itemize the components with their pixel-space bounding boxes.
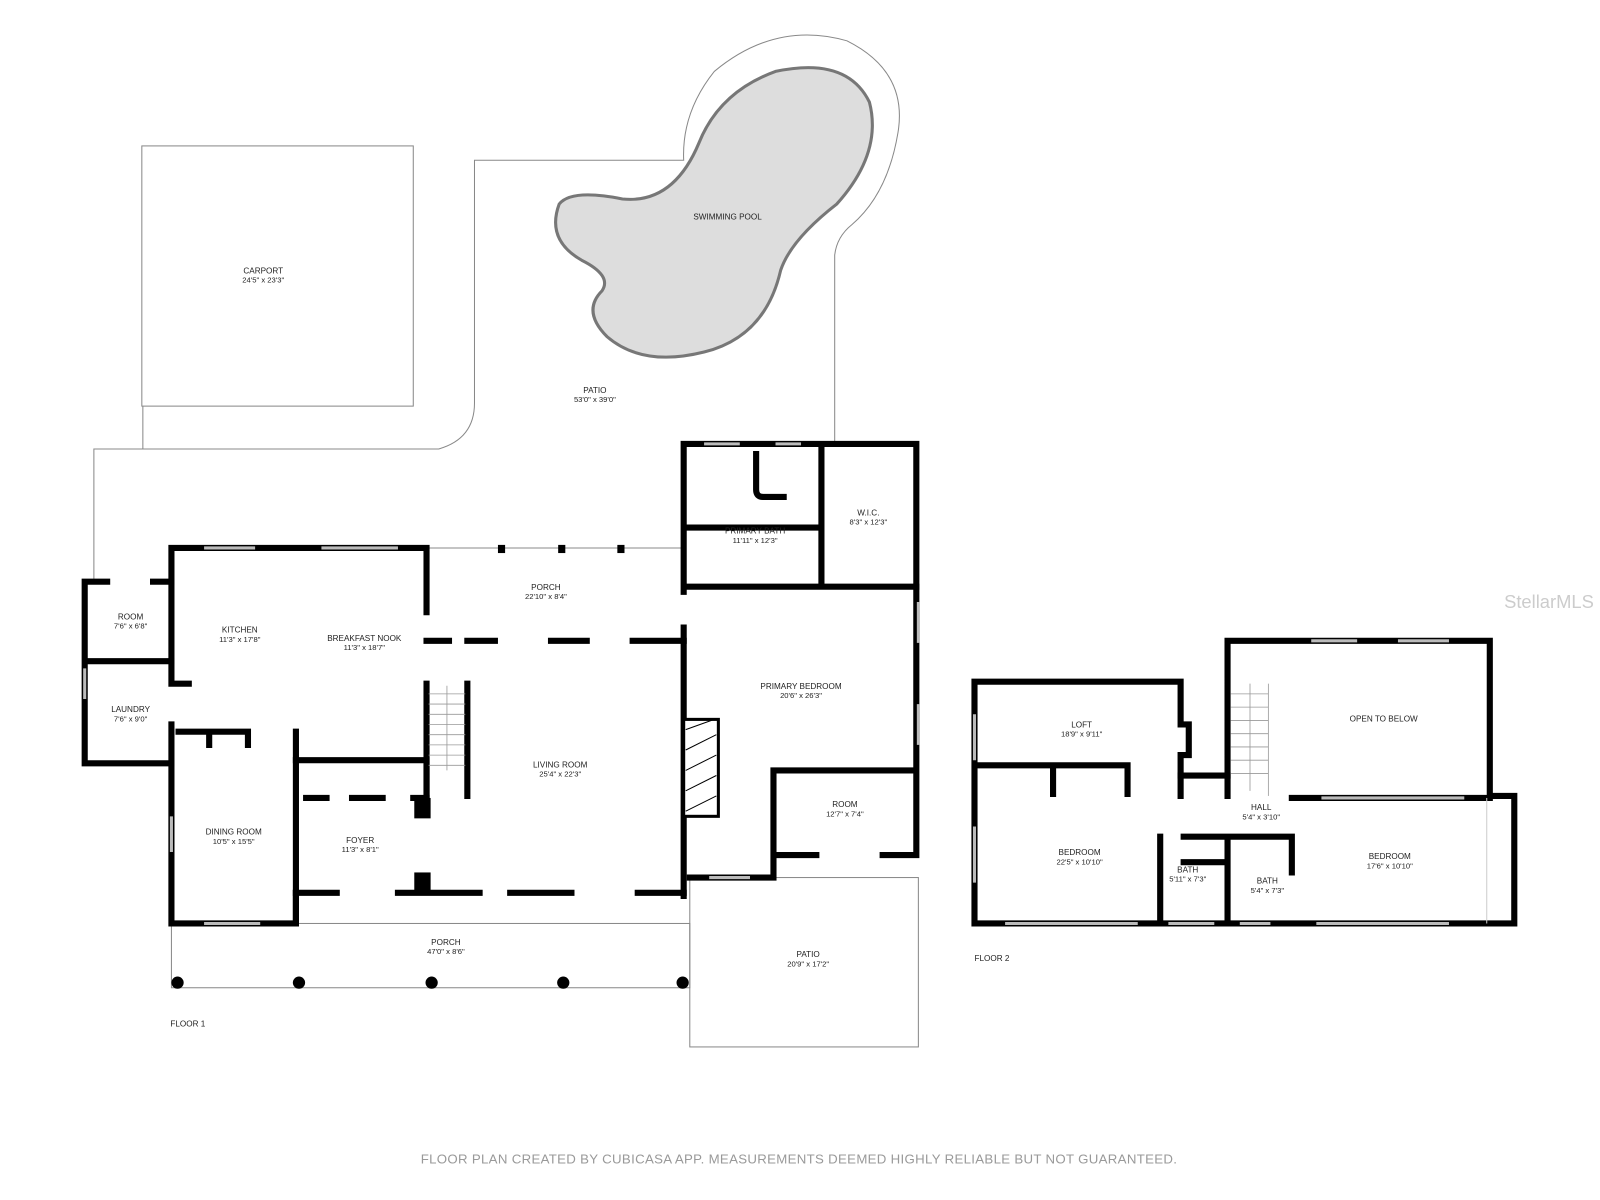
room-dimensions: 18'9" x 9'11" (1061, 730, 1103, 739)
room-name: BATH (1177, 865, 1198, 874)
room-name: LAUNDRY (111, 705, 150, 714)
room-name: DINING ROOM (206, 828, 262, 837)
room-dimensions: 25'4" x 22'3" (539, 770, 581, 779)
room-name: PORCH (431, 938, 461, 947)
room-dimensions: 11'3" x 17'8" (219, 635, 261, 644)
room-name: KITCHEN (222, 626, 258, 635)
room-name: BATH (1257, 877, 1278, 886)
patio-outline (93, 34, 900, 582)
room-name: LOFT (1071, 721, 1092, 730)
floor-2-label: FLOOR 2 (974, 954, 1009, 963)
room-dimensions: 11'3" x 8'1" (342, 845, 379, 854)
room-dimensions: 7'6" x 6'8" (114, 622, 148, 631)
room-dimensions: 20'6" x 26'3" (780, 691, 822, 700)
floor1-labels: CARPORT 24'5" x 23'3" SWIMMING POOL PATI… (111, 212, 887, 1028)
room-name: CARPORT (243, 266, 283, 275)
room-name: PRIMARY BATH (725, 527, 785, 536)
room-name: SWIMMING POOL (693, 212, 762, 221)
watermark: StellarMLS (1504, 591, 1594, 612)
room-name: OPEN TO BELOW (1350, 714, 1418, 723)
fireplace (682, 717, 720, 818)
room-dimensions: 5'4" x 7'3" (1251, 886, 1285, 895)
room-dimensions: 22'5" x 10'10" (1057, 857, 1103, 866)
room-dimensions: 47'0" x 8'6" (427, 947, 465, 956)
pool-shape (554, 66, 874, 359)
room-dimensions: 7'6" x 9'0" (114, 714, 148, 723)
room-dimensions: 20'9" x 17'2" (787, 959, 829, 968)
room-dimensions: 53'0" x 39'0" (574, 395, 616, 404)
room-dimensions: 5'11" x 7'3" (1169, 875, 1206, 884)
room-dimensions: 22'10" x 8'4" (525, 592, 567, 601)
room-dimensions: 8'3" x 12'3" (850, 517, 888, 526)
room-dimensions: 24'5" x 23'3" (242, 276, 284, 285)
stairs-floor2 (1230, 683, 1269, 796)
room-name: FOYER (346, 836, 374, 845)
floor2-labels: LOFT 18'9" x 9'11" OPEN TO BELOW HALL 5'… (974, 714, 1418, 963)
room-dimensions: 11'11" x 12'3" (733, 536, 778, 545)
room-name: BEDROOM (1059, 848, 1101, 857)
room-dimensions: 5'4" x 3'10" (1242, 812, 1280, 821)
stairs-floor1 (428, 685, 466, 771)
carport-outline (141, 145, 414, 407)
room-name: BREAKFAST NOOK (327, 634, 402, 643)
floor1-walls (81, 440, 920, 927)
room-name: PRIMARY BEDROOM (760, 682, 841, 691)
footer-disclaimer: FLOOR PLAN CREATED BY CUBICASA APP. MEAS… (421, 1151, 1178, 1166)
room-name: HALL (1251, 803, 1272, 812)
room-name: PATIO (583, 386, 606, 395)
room-name: ROOM (832, 800, 858, 809)
room-name: W.I.C. (857, 508, 879, 517)
room-dimensions: 17'6" x 10'10" (1367, 861, 1413, 870)
room-name: LIVING ROOM (533, 760, 588, 769)
room-name: PATIO (797, 950, 820, 959)
room-name: BEDROOM (1369, 852, 1411, 861)
room-name: ROOM (118, 612, 144, 621)
porch-posts (171, 544, 689, 989)
room-name: PORCH (531, 583, 561, 592)
floor2-walls (971, 637, 1518, 927)
outdoor-outlines (93, 34, 919, 1048)
room-dimensions: 10'5" x 15'5" (213, 837, 255, 846)
room-dimensions: 11'3" x 18'7" (344, 643, 386, 652)
floor-1-label: FLOOR 1 (170, 1020, 205, 1029)
room-dimensions: 12'7" x 7'4" (826, 809, 864, 818)
